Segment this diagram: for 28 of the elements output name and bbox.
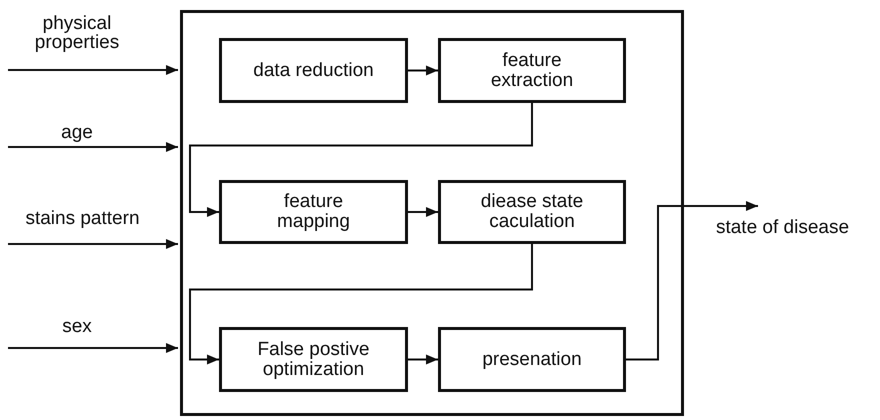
process-box (219, 327, 408, 392)
arrow (189, 103, 533, 217)
process-box (219, 38, 408, 103)
box-label: feature extraction (490, 50, 574, 90)
edge-label: age (60, 123, 94, 142)
edge-label: stains pattern (24, 209, 141, 228)
arrow (8, 343, 178, 353)
arrow (408, 207, 438, 217)
arrow (8, 142, 178, 152)
edge-label: state of disease (714, 218, 850, 237)
arrow (626, 201, 758, 360)
box-label: False postive optimization (256, 340, 370, 380)
arrow (189, 244, 533, 364)
process-box (438, 38, 626, 103)
arrow (8, 239, 178, 249)
edge-label: sex (61, 317, 93, 336)
process-box (219, 180, 408, 244)
box-label: feature mapping (276, 192, 351, 232)
arrow (8, 65, 178, 75)
process-box (438, 180, 626, 244)
box-label: presenation (482, 350, 582, 370)
arrow (408, 66, 438, 76)
box-label: diease state caculation (480, 192, 584, 232)
box-label: data reduction (253, 60, 374, 80)
edge-label: physical properties (34, 14, 120, 52)
arrow (408, 354, 438, 364)
system-frame (180, 10, 684, 416)
process-box (438, 327, 626, 392)
